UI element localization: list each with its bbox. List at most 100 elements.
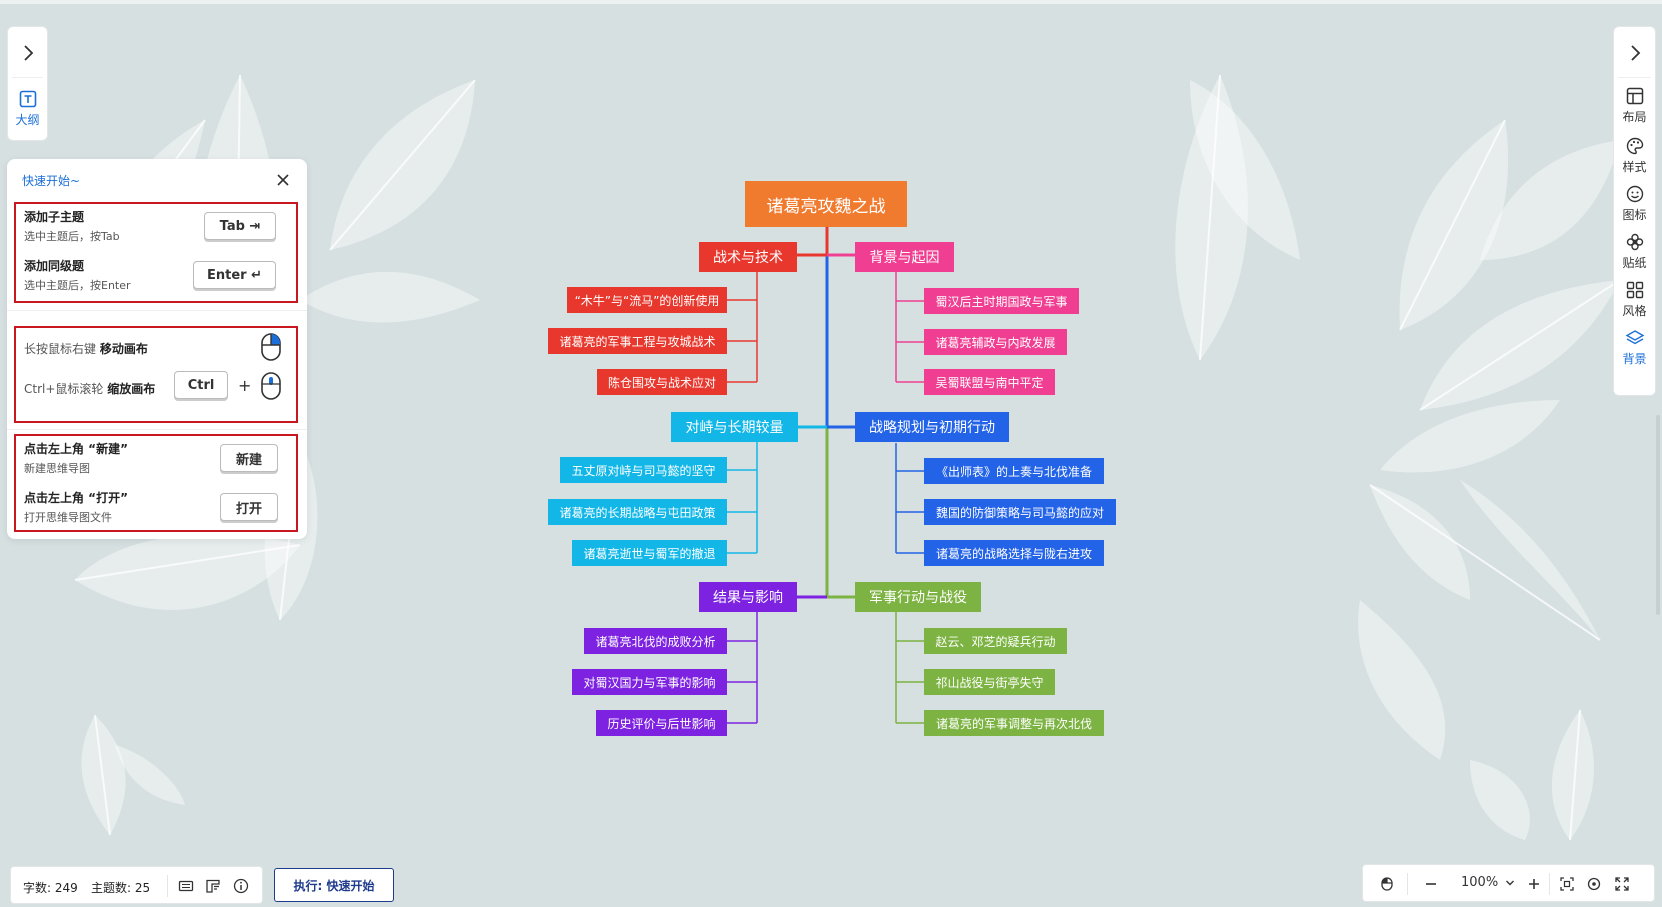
status-bar: 字数: 249 主题数: 25 [10,866,263,904]
child-line [727,442,758,554]
icon-button[interactable]: 图标 [1614,181,1655,225]
locate-center-icon[interactable] [1586,876,1602,892]
open-map-desc: 打开思维导图文件 [24,511,112,524]
subtopic[interactable]: 陈仓围攻与战术应对 [597,369,727,395]
layout-label: 布局 [1622,109,1647,124]
branch-topic-military[interactable]: 军事行动与战役 [855,582,981,612]
mouse-right-click-icon [261,333,281,361]
fullscreen-icon[interactable] [1614,876,1630,892]
child-line [895,443,924,554]
subtopic[interactable]: 诸葛亮的战略选择与陇右进攻 [924,540,1104,566]
chevron-right-icon [23,45,33,61]
subtopic[interactable]: 五丈原对峙与司马懿的坚守 [560,457,727,483]
outline-button[interactable]: 大纲 [8,83,47,133]
branch-topic-tactics[interactable]: 战术与技术 [699,242,797,272]
zoom-bar: 100% [1362,864,1655,902]
sticker-label: 贴纸 [1622,255,1647,270]
grid-icon [1626,281,1643,298]
child-line [727,612,758,724]
zoom-out-icon[interactable] [1423,876,1439,892]
zoom-level[interactable]: 100% [1461,875,1499,890]
bar-divider [1407,873,1408,895]
subtopic[interactable]: 诸葛亮逝世与蜀军的撤退 [572,540,727,566]
child-line [895,271,924,383]
theme-label: 风格 [1622,303,1647,318]
panel-divider [7,429,307,430]
keyboard-icon[interactable] [178,878,194,894]
subtopic[interactable]: 《出师表》的上奏与北伐准备 [924,458,1104,484]
minimap-icon[interactable] [205,878,221,894]
subtopic[interactable]: “木牛”与“流马”的创新使用 [567,287,727,313]
chevron-right-icon [1630,45,1640,61]
shortcut-group-topics: 添加子主题 选中主题后，按Tab Tab ⇥ 添加同级题 选中主题后，按Ente… [14,202,298,303]
style-label: 样式 [1622,159,1647,174]
panel-divider [7,310,307,311]
add-sibling-desc: 选中主题后，按Enter [24,279,131,292]
subtopic[interactable]: 蜀汉后主时期国政与军事 [924,288,1079,314]
vertical-scrollbar[interactable] [1656,415,1660,615]
plus-sign: + [238,376,252,395]
sticker-button[interactable]: 贴纸 [1614,229,1655,273]
add-sibling-title: 添加同级题 [24,259,85,273]
subtopic[interactable]: 诸葛亮的军事调整与再次北伐 [924,710,1104,736]
close-icon[interactable] [275,172,291,188]
zoom-in-icon[interactable] [1526,876,1542,892]
subtopic[interactable]: 诸葛亮辅政与内政发展 [924,329,1067,355]
text-box-icon [19,90,36,107]
new-button[interactable]: 新建 [220,444,278,472]
chevron-down-icon[interactable] [1505,878,1515,888]
branch-topic-standoff[interactable]: 对峙与长期较量 [671,412,798,442]
child-line [727,271,758,383]
ctrl-key[interactable]: Ctrl [174,371,228,399]
root-topic[interactable]: 诸葛亮攻魏之战 [745,181,907,227]
layout-button[interactable]: 布局 [1614,83,1655,127]
subtopic[interactable]: 诸葛亮的长期战略与屯田政策 [548,499,727,525]
left-rail: 大纲 [7,26,48,141]
smiley-icon [1626,185,1643,202]
fit-view-icon[interactable] [1559,876,1575,892]
icon-label: 图标 [1622,207,1647,222]
hand-drag-icon[interactable] [1379,876,1395,892]
move-canvas-prefix: 长按鼠标右键 [24,342,100,356]
move-canvas-text: 长按鼠标右键 移动画布 [24,340,148,357]
layers-icon [1625,329,1644,344]
quickstart-panel: 快速开始~ 添加子主题 选中主题后，按Tab Tab ⇥ 添加同级题 选中主题后… [7,159,307,539]
right-rail: 布局 样式 图标 贴纸 风格 背景 [1613,26,1656,396]
topic-count: 主题数: 25 [91,881,151,895]
open-button[interactable]: 打开 [220,493,278,521]
flower-icon [1626,233,1643,250]
zoom-canvas-bold: 缩放画布 [107,382,156,396]
subtopic[interactable]: 诸葛亮北伐的成败分析 [584,628,727,654]
theme-button[interactable]: 风格 [1614,277,1655,321]
background-button[interactable]: 背景 [1614,325,1655,369]
subtopic[interactable]: 历史评价与后世影响 [596,710,727,736]
zoom-canvas-text: Ctrl+鼠标滚轮 缩放画布 [24,380,155,397]
background-label: 背景 [1622,351,1647,366]
tab-key[interactable]: Tab ⇥ [204,212,276,240]
word-count: 字数: 249 [23,881,78,895]
subtopic[interactable]: 吴蜀联盟与南中平定 [924,369,1055,395]
branch-topic-background[interactable]: 背景与起因 [855,242,954,272]
run-quickstart-button[interactable]: 执行: 快速开始 [274,868,394,902]
rail-divider [1618,77,1651,78]
subtopic[interactable]: 魏国的防御策略与司马懿的应对 [924,499,1116,525]
open-map-title: 点击左上角 “打开” [24,491,128,505]
branch-topic-strategy[interactable]: 战略规划与初期行动 [855,412,1009,442]
branch-topic-results[interactable]: 结果与影响 [699,582,797,612]
info-icon[interactable] [233,878,249,894]
subtopic[interactable]: 赵云、邓芝的疑兵行动 [924,628,1067,654]
style-button[interactable]: 样式 [1614,133,1655,177]
bar-divider [167,875,168,897]
add-child-desc: 选中主题后，按Tab [24,230,120,243]
quickstart-title: 快速开始~ [22,174,81,188]
left-rail-toggle-button[interactable] [8,35,47,71]
enter-key[interactable]: Enter ↵ [193,261,276,289]
subtopic[interactable]: 祁山战役与街亭失守 [924,669,1055,695]
outline-label: 大纲 [15,112,40,127]
right-rail-toggle-button[interactable] [1614,35,1655,71]
layout-icon [1626,87,1643,104]
subtopic[interactable]: 诸葛亮的军事工程与攻城战术 [548,328,727,354]
subtopic[interactable]: 对蜀汉国力与军事的影响 [572,669,727,695]
